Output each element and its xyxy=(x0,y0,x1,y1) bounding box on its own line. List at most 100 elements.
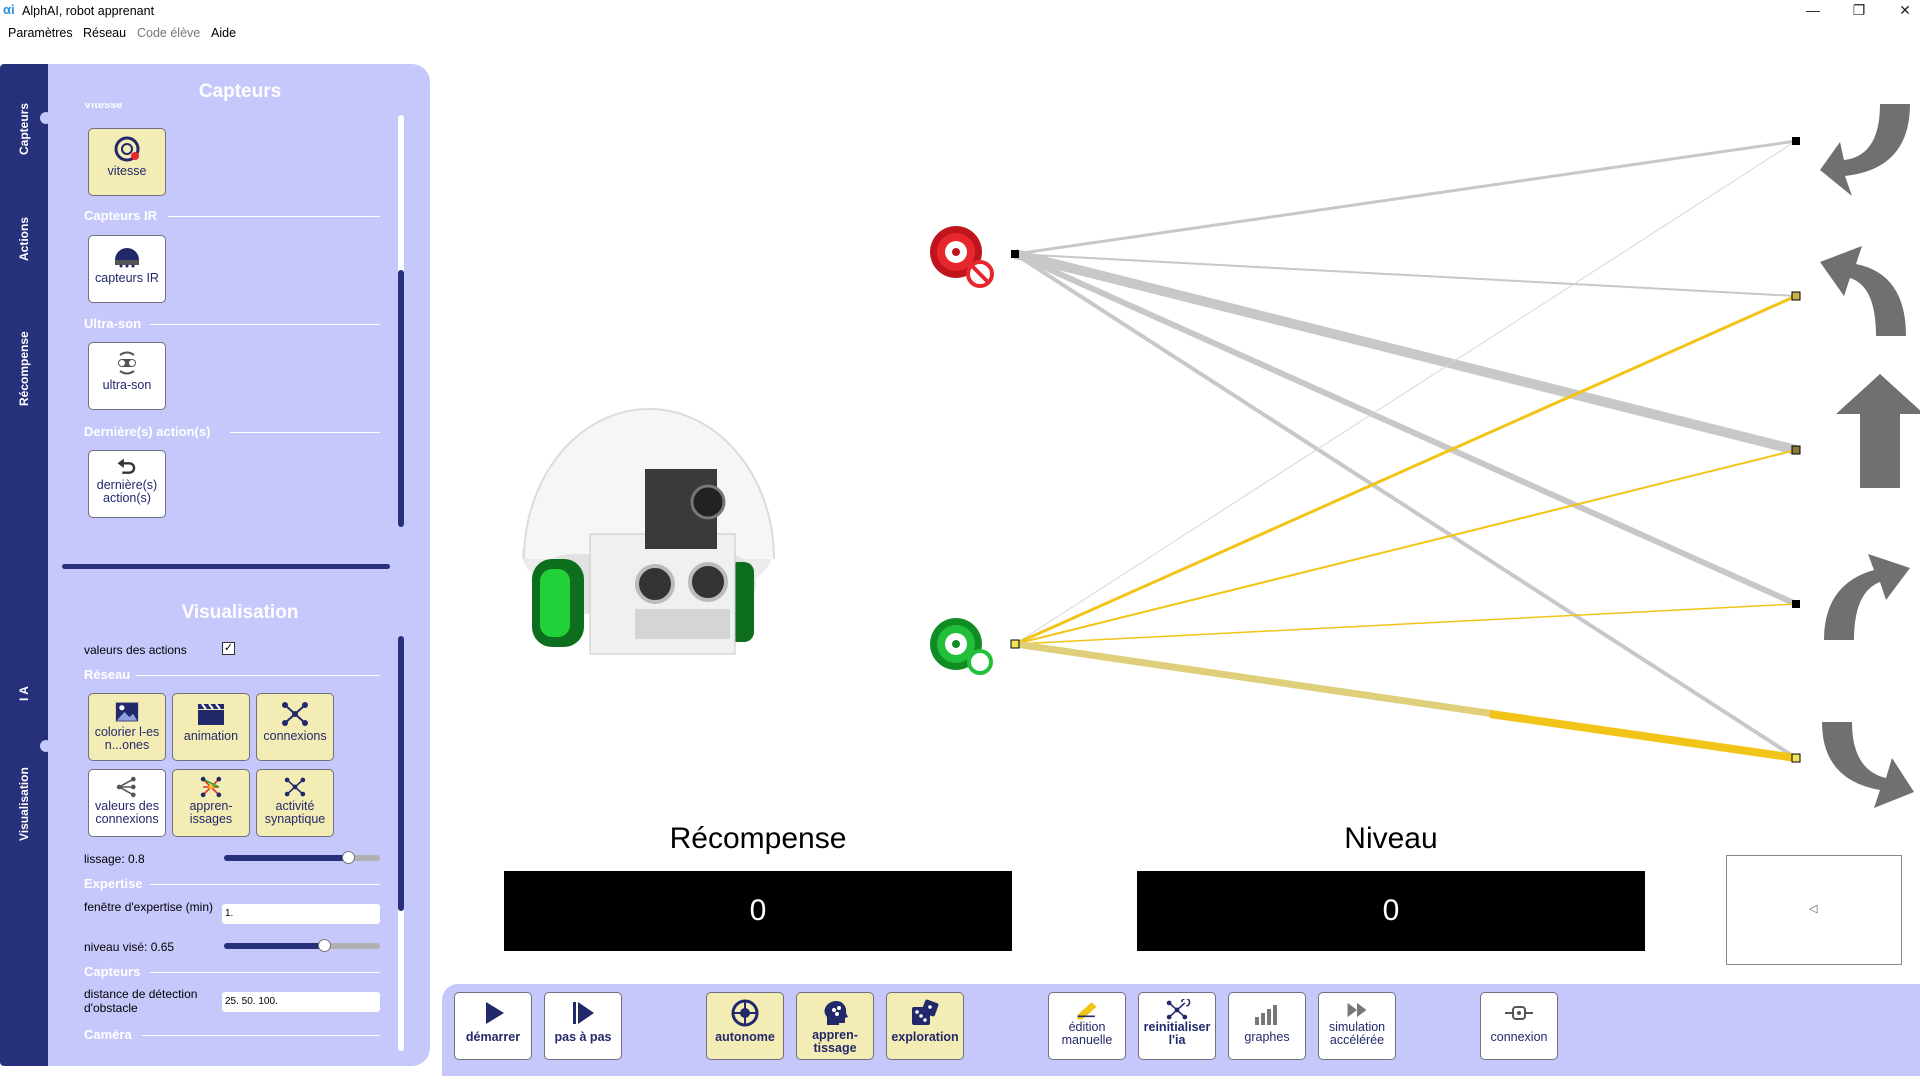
section-expertise: Expertise xyxy=(84,876,143,891)
panel-splitter[interactable] xyxy=(62,564,390,569)
turn-back-right-arrow-icon xyxy=(1822,722,1914,808)
dernieres-actions-tile[interactable]: dernière(s) action(s) xyxy=(88,450,166,518)
network-icon xyxy=(282,702,308,726)
tile-label: ultra-son xyxy=(102,378,152,392)
tile-label: vitesse xyxy=(107,164,147,178)
button-label: graphes xyxy=(1244,1030,1290,1044)
section-capteurs-ir: Capteurs IR xyxy=(84,208,157,223)
dice-icon xyxy=(912,999,939,1025)
network-connections xyxy=(1013,139,1798,762)
reinitialiser-ia-button[interactable]: reinitialiser l'ia xyxy=(1138,992,1216,1060)
button-label: autonome xyxy=(715,1030,775,1044)
animation-tile[interactable]: animation xyxy=(172,693,250,761)
menu-code-eleve[interactable]: Code élève xyxy=(137,26,201,40)
edition-manuelle-button[interactable]: édition manuelle xyxy=(1048,992,1126,1060)
visualisation-scrollbar[interactable] xyxy=(398,636,404,1051)
restore-button[interactable]: ❐ xyxy=(1852,2,1866,18)
obstacle-distance-field[interactable]: 25. 50. 100. xyxy=(222,992,380,1012)
tab-capteurs[interactable]: Capteurs xyxy=(17,103,31,156)
valeurs-connexions-tile[interactable]: valeurs des connexions xyxy=(88,769,166,837)
section-divider xyxy=(230,432,380,433)
output-node xyxy=(1792,600,1800,608)
capteurs-scrollbar[interactable] xyxy=(398,115,404,527)
ir-sensor-icon xyxy=(115,248,139,268)
slider-knob[interactable] xyxy=(342,851,355,864)
pas-a-pas-button[interactable]: pas à pas xyxy=(544,992,622,1060)
section-divider xyxy=(136,675,380,676)
undo-arrow-icon xyxy=(117,458,136,474)
capteurs-ir-tile[interactable]: capteurs IR xyxy=(88,235,166,303)
scrollbar-thumb[interactable] xyxy=(398,270,404,527)
visualisation-panel-title: Visualisation xyxy=(181,602,299,623)
section-divider xyxy=(142,1035,380,1036)
action-values-label: valeurs des actions xyxy=(84,643,187,657)
ultrasound-icon xyxy=(118,351,136,375)
menu-aide[interactable]: Aide xyxy=(211,26,237,40)
brain-head-icon xyxy=(824,1001,848,1025)
step-icon xyxy=(573,1002,594,1024)
input-node xyxy=(1011,250,1019,258)
connection-plug-icon xyxy=(1505,1006,1533,1020)
section-capteurs: Capteurs xyxy=(84,964,141,979)
expertise-window-label: fenêtre d'expertise (min) xyxy=(84,900,214,914)
button-label: connexion xyxy=(1490,1030,1548,1044)
slider-knob[interactable] xyxy=(318,939,331,952)
tab-visualisation[interactable]: Visualisation xyxy=(17,767,31,841)
output-node xyxy=(1791,753,1801,763)
turn-back-left-arrow-icon xyxy=(1820,104,1910,196)
connexions-tile[interactable]: connexions xyxy=(256,693,334,761)
button-label: reinitialiser l'ia xyxy=(1143,1020,1211,1047)
tile-label: connexions xyxy=(263,729,327,743)
speed-wheel-icon xyxy=(114,136,140,162)
demarrer-button[interactable]: démarrer xyxy=(454,992,532,1060)
input-neuron-wheels-blocked[interactable] xyxy=(930,226,994,288)
button-label: pas à pas xyxy=(554,1030,612,1044)
section-divider xyxy=(150,884,380,885)
tile-label: activité synaptique xyxy=(264,799,326,826)
section-camera: Caméra xyxy=(84,1027,132,1042)
input-node xyxy=(1010,639,1020,649)
input-neuron-wheels-moving[interactable] xyxy=(930,618,993,675)
obstacle-distance-label: distance de détection d'obstacle xyxy=(84,987,198,1015)
autonome-button[interactable]: autonome xyxy=(706,992,784,1060)
apprentissage-button[interactable]: appren-tissage xyxy=(796,992,874,1060)
smoothing-slider[interactable] xyxy=(224,851,380,864)
scrollbar-thumb[interactable] xyxy=(398,636,404,911)
panel-clip xyxy=(48,1052,398,1066)
tile-label: colorier l-es n...ones xyxy=(94,725,160,752)
tab-actions[interactable]: Actions xyxy=(17,217,31,262)
level-value: 0 xyxy=(1137,871,1645,951)
graphes-button[interactable]: graphes xyxy=(1228,992,1306,1060)
activite-synaptique-tile[interactable]: activité synaptique xyxy=(256,769,334,837)
section-ultra-son: Ultra-son xyxy=(84,316,142,331)
expertise-window-field[interactable]: 1. xyxy=(222,904,380,924)
simulation-acceleree-button[interactable]: simulation accélérée xyxy=(1318,992,1396,1060)
exploration-button[interactable]: exploration xyxy=(886,992,964,1060)
vitesse-sensor-tile[interactable]: vitesse xyxy=(88,128,166,196)
target-level-label: niveau visé: 0.65 xyxy=(84,940,175,954)
collapse-arrow-icon: ◁ xyxy=(1809,903,1818,915)
synaptic-activity-icon xyxy=(284,777,306,797)
close-button[interactable]: ✕ xyxy=(1899,2,1911,18)
minimize-button[interactable]: — xyxy=(1806,2,1820,18)
button-label: simulation accélérée xyxy=(1328,1020,1386,1047)
tile-label: valeurs des connexions xyxy=(95,799,159,826)
tile-label: animation xyxy=(183,729,239,743)
menu-reseau[interactable]: Réseau xyxy=(83,26,127,40)
cut-off-section-label: Vitesse xyxy=(84,103,123,111)
colorier-neurones-tile[interactable]: colorier l-es n...ones xyxy=(88,693,166,761)
apprentissages-tile[interactable]: appren-issages xyxy=(172,769,250,837)
side-tab-bar: Capteurs Actions Récompense I A Visualis… xyxy=(0,64,48,1066)
target-level-slider[interactable] xyxy=(224,939,380,952)
action-values-checkbox[interactable]: ✓ xyxy=(222,642,235,655)
splitter-notch xyxy=(422,560,430,576)
reset-network-icon xyxy=(1166,999,1191,1020)
fast-forward-icon xyxy=(1347,1002,1367,1018)
connexion-button[interactable]: connexion xyxy=(1480,992,1558,1060)
wheel-icon xyxy=(731,999,759,1027)
ultra-son-tile[interactable]: ultra-son xyxy=(88,342,166,410)
menu-parametres[interactable]: Paramètres xyxy=(8,26,73,40)
section-divider xyxy=(168,216,380,217)
mini-preview[interactable]: ◁ xyxy=(1726,855,1902,965)
tab-recompense[interactable]: Récompense xyxy=(17,331,31,407)
